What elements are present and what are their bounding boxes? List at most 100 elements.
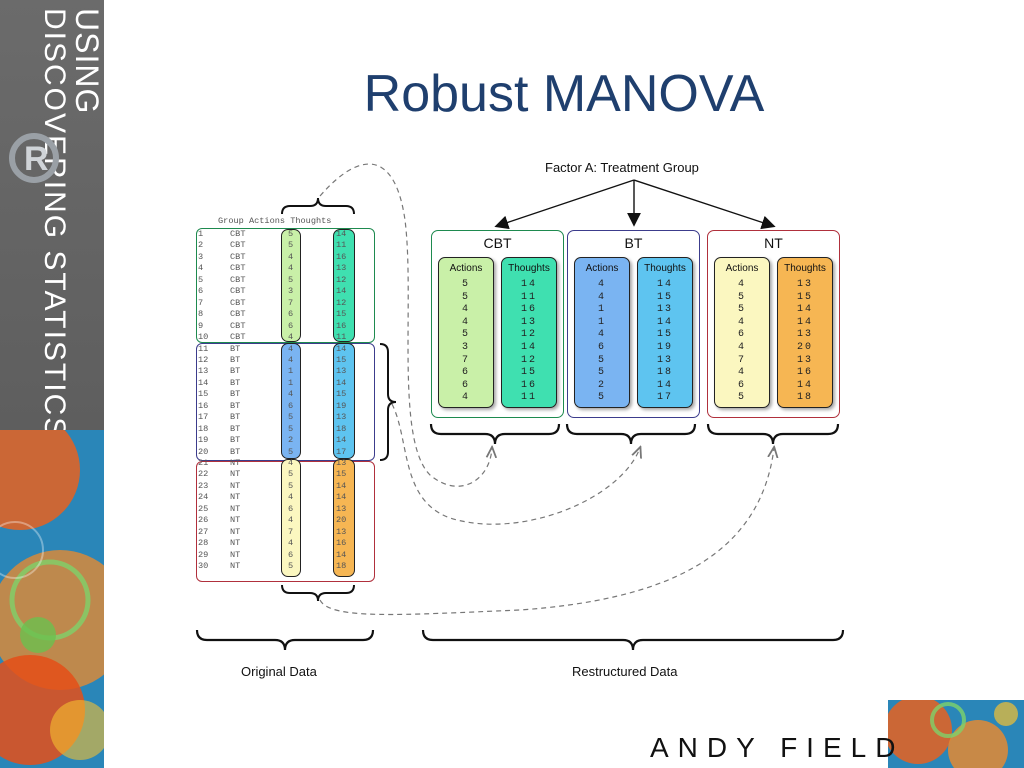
- thoughts-value: 16: [796, 367, 813, 379]
- row-id: 9: [198, 320, 204, 331]
- thoughts-value: 12: [520, 329, 537, 341]
- bt-brace: [379, 343, 397, 461]
- cbt-actions-highlight: [281, 229, 301, 342]
- actions-value: 5: [461, 329, 470, 341]
- row-id: 26: [198, 515, 209, 526]
- row-id: 22: [198, 469, 209, 480]
- row-group: BT: [230, 423, 241, 434]
- row-group: BT: [230, 435, 241, 446]
- row-thoughts: 20: [336, 515, 347, 526]
- thoughts-value: 17: [656, 392, 673, 404]
- row-group: BT: [230, 354, 241, 365]
- row-actions: 6: [288, 549, 294, 560]
- row-group: NT: [230, 549, 241, 560]
- thoughts-value: 13: [656, 304, 673, 316]
- row-actions: 5: [288, 469, 294, 480]
- row-thoughts: 14: [336, 435, 347, 446]
- nt-thoughts-highlight: [333, 459, 355, 577]
- cbt-panel-brace: [429, 423, 561, 445]
- thoughts-value: 14: [796, 379, 813, 391]
- row-actions: 6: [288, 309, 294, 320]
- restructured-brace: [421, 629, 845, 651]
- thoughts-value: 16: [520, 304, 537, 316]
- actions-value: 5: [461, 279, 470, 290]
- row-group: CBT: [230, 297, 246, 308]
- thoughts-value: 14: [796, 304, 813, 316]
- r-logo-icon: R: [9, 133, 59, 183]
- nt-actions-highlight: [281, 459, 301, 577]
- actions-value: 5: [737, 392, 746, 404]
- slide-title: Robust MANOVA: [363, 65, 765, 123]
- row-thoughts: 15: [336, 469, 347, 480]
- actions-column-header: Actions: [725, 263, 759, 274]
- row-actions: 5: [288, 412, 294, 423]
- row-id: 14: [198, 377, 209, 388]
- row-thoughts: 13: [336, 263, 347, 274]
- raw-table-header: Group Actions Thoughts: [218, 216, 332, 226]
- actions-value: 4: [597, 291, 606, 303]
- row-actions: 5: [288, 229, 294, 239]
- bt-actions-highlight: [281, 343, 301, 459]
- sidebar: USING DISCOVERING STATISTICS R: [0, 0, 104, 768]
- row-group: BT: [230, 366, 241, 377]
- row-group: BT: [230, 343, 241, 354]
- row-actions: 5: [288, 423, 294, 434]
- row-id: 7: [198, 297, 204, 308]
- thoughts-value: 19: [656, 341, 673, 353]
- original-brace: [195, 629, 375, 651]
- row-thoughts: 11: [336, 332, 347, 343]
- row-actions: 4: [288, 515, 294, 526]
- factor-arrows: [494, 179, 776, 230]
- panel-title: NT: [764, 235, 783, 251]
- bt-thoughts-highlight: [333, 343, 355, 459]
- row-group: CBT: [230, 332, 246, 343]
- row-id: 15: [198, 389, 209, 400]
- row-thoughts: 16: [336, 251, 347, 262]
- actions-value: 5: [737, 304, 746, 316]
- row-group: CBT: [230, 320, 246, 331]
- actions-value: 7: [461, 354, 470, 366]
- row-thoughts: 13: [336, 412, 347, 423]
- row-thoughts: 18: [336, 423, 347, 434]
- row-thoughts: 16: [336, 538, 347, 549]
- row-id: 2: [198, 240, 204, 251]
- actions-value: 4: [597, 329, 606, 341]
- row-id: 4: [198, 263, 204, 274]
- row-actions: 6: [288, 503, 294, 514]
- row-thoughts: 19: [336, 400, 347, 411]
- row-id: 1: [198, 229, 204, 239]
- row-id: 12: [198, 354, 209, 365]
- actions-value: 4: [461, 392, 470, 404]
- thoughts-value: 14: [656, 379, 673, 391]
- nt-panel-brace: [706, 423, 840, 445]
- actions-value: 4: [737, 341, 746, 353]
- thoughts-value: 14: [520, 341, 537, 353]
- thoughts-value: 14: [796, 316, 813, 328]
- row-actions: 4: [288, 354, 294, 365]
- row-id: 11: [198, 343, 209, 354]
- row-actions: 5: [288, 274, 294, 285]
- row-actions: 1: [288, 366, 294, 377]
- row-group: CBT: [230, 263, 246, 274]
- row-id: 19: [198, 435, 209, 446]
- row-group: CBT: [230, 240, 246, 251]
- row-group: NT: [230, 503, 241, 514]
- row-thoughts: 15: [336, 354, 347, 365]
- row-actions: 5: [288, 480, 294, 491]
- thoughts-value: 15: [520, 367, 537, 379]
- row-id: 27: [198, 526, 209, 537]
- actions-value: 4: [597, 279, 606, 290]
- thoughts-column-header: Thoughts: [508, 263, 550, 274]
- restructured-data-label: Restructured Data: [572, 664, 678, 679]
- row-actions: 5: [288, 446, 294, 457]
- row-group: NT: [230, 469, 241, 480]
- thoughts-value: 14: [520, 279, 537, 290]
- row-thoughts: 14: [336, 229, 347, 239]
- row-actions: 1: [288, 377, 294, 388]
- row-thoughts: 13: [336, 458, 347, 468]
- row-id: 8: [198, 309, 204, 320]
- row-thoughts: 14: [336, 549, 347, 560]
- actions-value: 5: [597, 367, 606, 379]
